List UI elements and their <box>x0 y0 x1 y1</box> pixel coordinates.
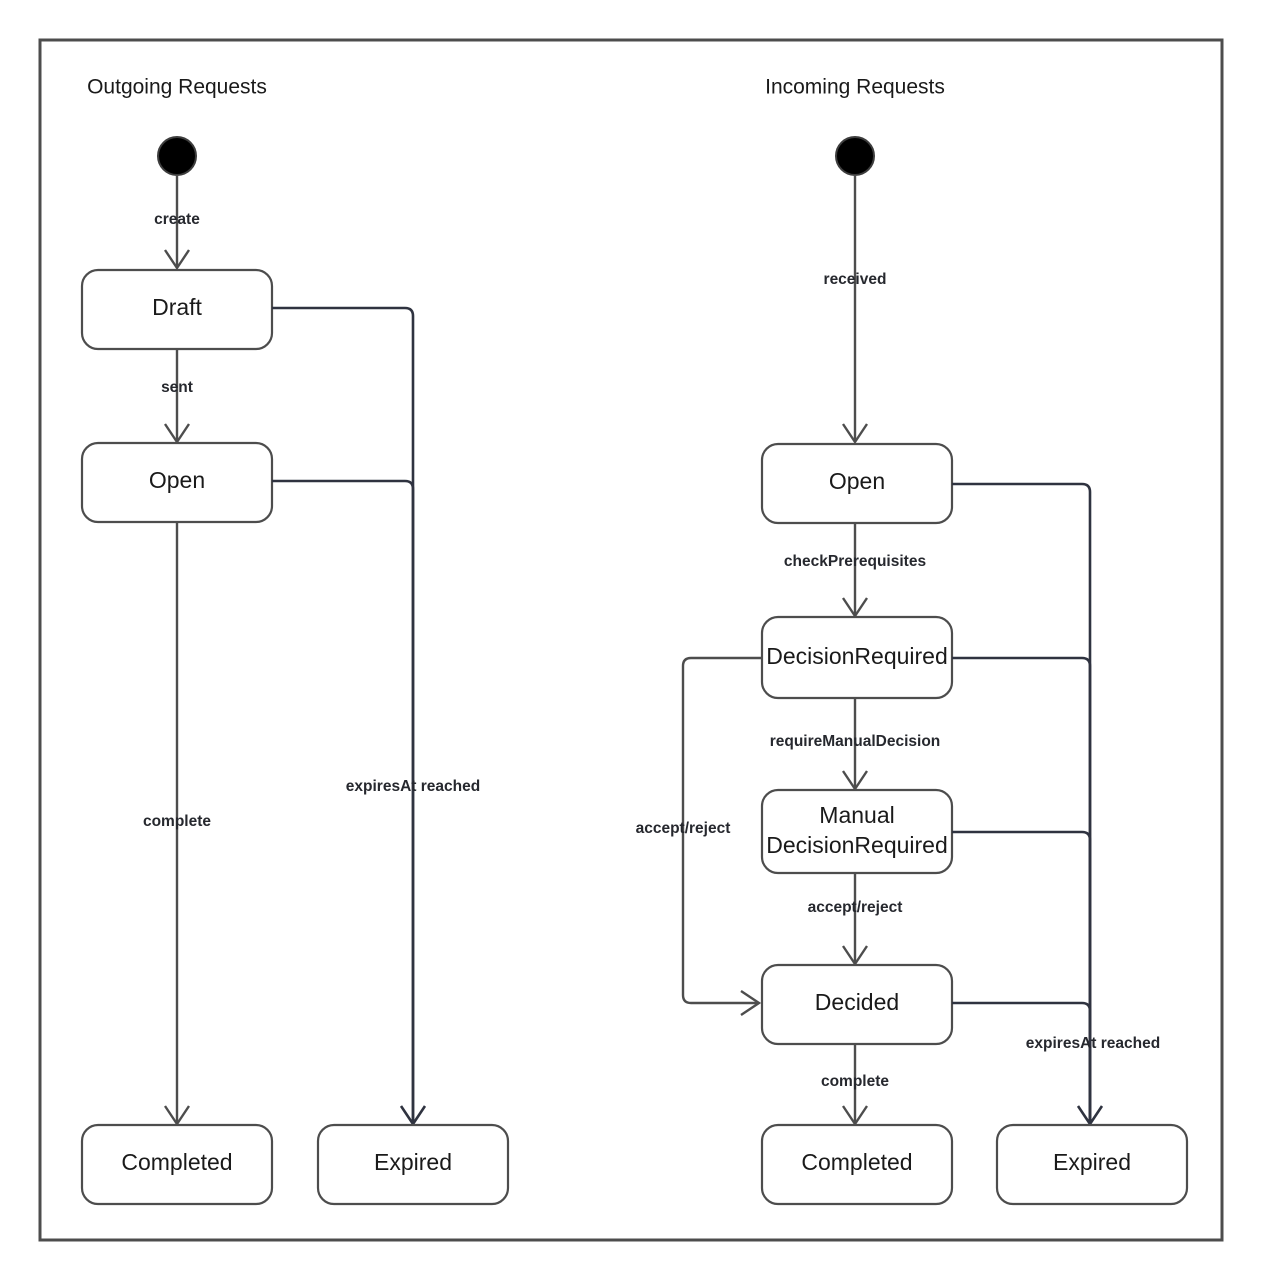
state-label-ic-decision-required: DecisionRequired <box>766 643 948 669</box>
state-label-ic-manual-line1: Manual <box>819 802 894 828</box>
start-node-outgoing <box>157 136 197 176</box>
transition-accept-reject-bypass-arrowhead <box>740 990 762 1016</box>
edge-label-ic-expires-at: expiresAt reached <box>1026 1035 1160 1052</box>
transition-ic-decided-expired-line <box>952 1001 1092 1122</box>
diagram-frame <box>38 38 1224 1242</box>
transition-accept-reject-bypass-line <box>681 656 762 1005</box>
edge-label-require-manual-decision: requireManualDecision <box>770 733 941 750</box>
edge-label-accept-reject-bypass: accept/reject <box>636 820 731 837</box>
edge-label-accept-reject-manual: accept/reject <box>808 899 903 916</box>
region-title-outgoing: Outgoing Requests <box>87 76 267 99</box>
transition-ic-manual-expired-line <box>952 830 1092 1122</box>
edge-label-received: received <box>824 271 887 288</box>
state-label-og-draft: Draft <box>152 294 202 320</box>
transition-og-draft-expired-line <box>272 306 415 1122</box>
edge-label-og-expires-at: expiresAt reached <box>346 778 480 795</box>
state-label-og-open: Open <box>149 467 205 493</box>
edge-label-create: create <box>154 211 200 228</box>
region-title-incoming: Incoming Requests <box>765 76 945 99</box>
state-label-ic-completed: Completed <box>801 1149 912 1175</box>
state-ic-completed[interactable] <box>760 1123 954 1206</box>
edge-label-ic-complete: complete <box>821 1073 889 1090</box>
transition-received-arrowhead <box>842 423 868 445</box>
state-og-expired[interactable] <box>316 1123 510 1206</box>
state-label-ic-manual-line2: DecisionRequired <box>766 832 948 858</box>
transition-ic-open-expired-line <box>952 482 1092 1122</box>
transition-og-open-expired-line <box>272 479 415 1122</box>
start-node-incoming <box>835 136 875 176</box>
state-ic-decided[interactable] <box>760 963 954 1046</box>
edge-label-sent: sent <box>161 379 193 396</box>
state-label-og-completed: Completed <box>121 1149 232 1175</box>
state-label-ic-open: Open <box>829 468 885 494</box>
transition-create-arrowhead <box>164 249 190 271</box>
state-og-completed[interactable] <box>80 1123 274 1206</box>
transition-ic-decision-required-expired-line <box>952 656 1092 1122</box>
state-label-ic-expired: Expired <box>1053 1149 1131 1175</box>
state-label-og-expired: Expired <box>374 1149 452 1175</box>
edge-label-check-prerequisites: checkPrerequisites <box>784 553 926 570</box>
state-ic-expired[interactable] <box>995 1123 1189 1206</box>
state-label-ic-decided: Decided <box>815 989 899 1015</box>
edge-label-og-complete: complete <box>143 813 211 830</box>
